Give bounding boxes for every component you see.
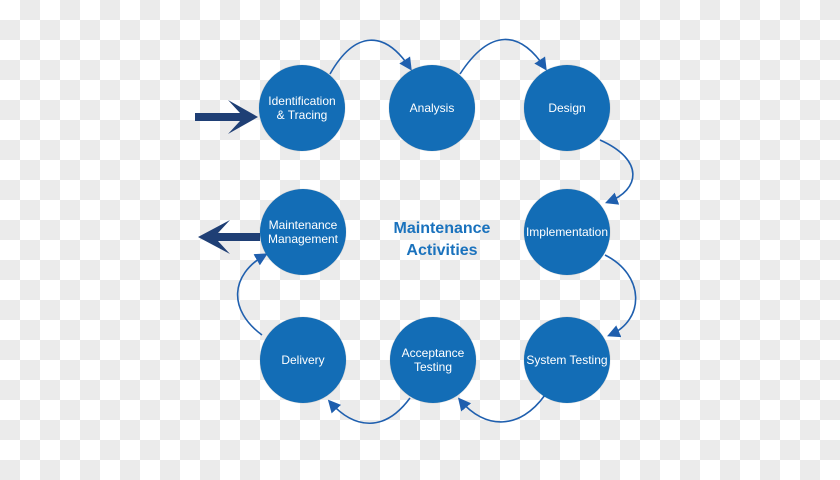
arrow-delivery-to-maintenance — [236, 253, 268, 336]
node-label: Analysis — [409, 101, 455, 115]
node-implementation: Implementation — [524, 189, 610, 275]
node-label: Implementation — [525, 225, 609, 239]
node-label: Acceptance Testing — [401, 346, 465, 374]
node-system-testing: System Testing — [524, 317, 610, 403]
node-label: Maintenance Management — [267, 218, 339, 246]
node-label: System Testing — [526, 353, 608, 367]
title-line-2: Activities — [406, 242, 478, 259]
arrow-acceptance-to-delivery — [327, 397, 411, 424]
arrow-design-to-implementation — [599, 139, 634, 205]
arrow-system-testing-to-acceptance — [457, 394, 546, 423]
node-maintenance-management: Maintenance Management — [260, 189, 346, 275]
node-label: Identification & Tracing — [268, 94, 336, 122]
node-acceptance-testing: Acceptance Testing — [390, 317, 476, 403]
node-label: Delivery — [281, 353, 325, 367]
diagram-title: Maintenance Activities — [372, 218, 512, 262]
node-label: Design — [548, 101, 586, 115]
output-arrow-icon — [198, 220, 260, 254]
input-arrow-icon — [195, 100, 258, 134]
node-identification-tracing: Identification & Tracing — [259, 65, 345, 151]
arrow-implementation-to-system-testing — [604, 254, 637, 338]
node-analysis: Analysis — [389, 65, 475, 151]
node-delivery: Delivery — [260, 317, 346, 403]
title-line-1: Maintenance — [393, 220, 491, 237]
node-design: Design — [524, 65, 610, 151]
arrow-analysis-to-design — [459, 38, 547, 75]
arrow-identification-to-analysis — [329, 39, 412, 75]
